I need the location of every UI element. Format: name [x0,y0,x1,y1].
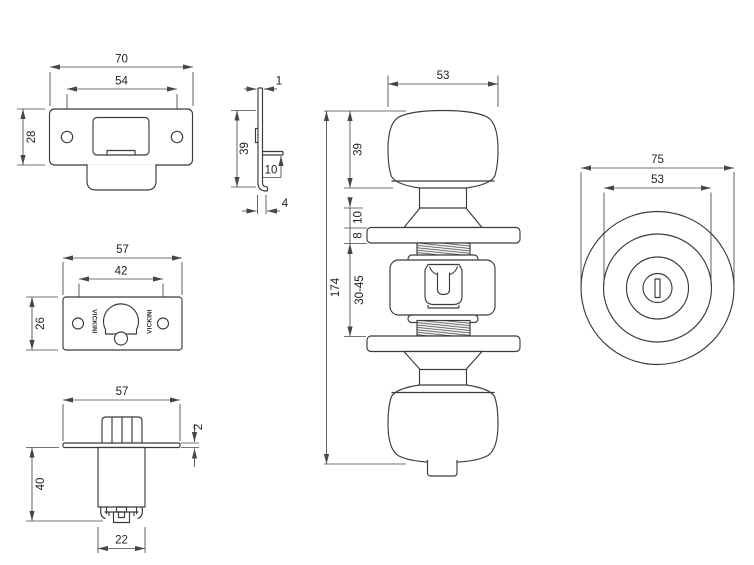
knob-neck-bottom [418,369,468,385]
dim-knob-depth: 39 [353,143,365,156]
dim-side-bend-offset: 4 [282,198,289,210]
rose-bottom [366,335,521,353]
knob-flare-bottom [403,350,483,371]
screw-hole-left [60,130,74,144]
knob-ball-bottom [387,384,499,464]
dim-faceplate-plate-height: 26 [35,317,47,330]
view-knob-assembly-side: 53 174 39 10 8 30-45 [323,70,521,477]
latch-body-tube [97,446,146,508]
strike-plate-tab [86,164,157,191]
spindle-slot [436,272,451,296]
dim-faceplate-hole-spacing: 42 [115,266,128,278]
side-plate-body [257,87,264,183]
view-latch-faceplate-front: 57 42 26 VICKINI VICKINI [26,244,183,351]
dim-faceplate-overall-width: 57 [116,244,129,256]
brand-text-right: VICKINI [147,309,154,334]
brand-text-left: VICKINI [91,309,98,334]
latch-tail-hub [115,506,128,513]
key-slot [654,278,661,299]
rose-top [366,226,521,244]
spindle-shoulders [428,266,459,276]
latch-tail-bracket [104,511,139,524]
side-plate-lip [262,150,284,156]
view-latch-body-side: 57 2 40 22 [26,386,205,553]
knob-neck-top [418,188,468,208]
dim-front-knob-diameter: 53 [651,174,664,186]
cylinder-button [426,460,458,477]
dim-strike-plate-height: 28 [26,131,38,144]
dim-strike-hole-spacing: 54 [115,76,128,88]
view-strike-plate-front: 70 54 28 [17,54,194,191]
latch-tail-clips [100,506,143,520]
extension-lines [49,72,194,106]
faceplate-hole-right [156,317,170,330]
dim-door-thickness-range: 30-45 [354,275,366,304]
side-plate-foot [257,182,269,192]
latch-opening-notch [106,149,136,155]
dim-latch-faceplate-width: 57 [116,386,129,398]
spindle-thread-bottom [416,319,471,337]
rose-circle [580,210,735,366]
dim-side-lip-depth: 10 [265,165,278,177]
dim-side-overall-height: 39 [239,142,251,155]
dim-overall-length: 174 [330,277,342,297]
dim-shank-length: 10 [353,211,365,224]
latch-opening [92,116,150,156]
knob-circle [602,233,713,343]
knob-ball-top [387,109,499,189]
latch-faceplate-edge [62,442,181,449]
screw-hole-right [170,130,184,144]
knob-face-circle [625,256,690,320]
knob-flare-top [403,207,483,229]
keyhole-hub-circle [642,272,673,304]
dim-knob-diameter: 53 [437,70,450,82]
view-knob-front: 75 53 [580,154,735,366]
dim-latch-body-length: 40 [35,478,47,491]
faceplate-hole-left [71,317,85,330]
deadlatch-plunger [113,331,129,346]
view-strike-plate-side: 1 39 10 4 [231,76,289,214]
dim-latch-tail-width: 22 [115,535,128,547]
dim-side-thickness: 1 [276,76,282,88]
dim-rose-thickness: 8 [353,232,365,238]
dim-strike-overall-width: 70 [115,54,128,66]
side-plate-lug [254,127,258,144]
latch-bolt-face [102,303,140,335]
dim-rose-diameter: 75 [651,154,664,166]
dim-latch-faceplate-thickness: 2 [193,424,205,430]
spindle-base [427,305,460,309]
